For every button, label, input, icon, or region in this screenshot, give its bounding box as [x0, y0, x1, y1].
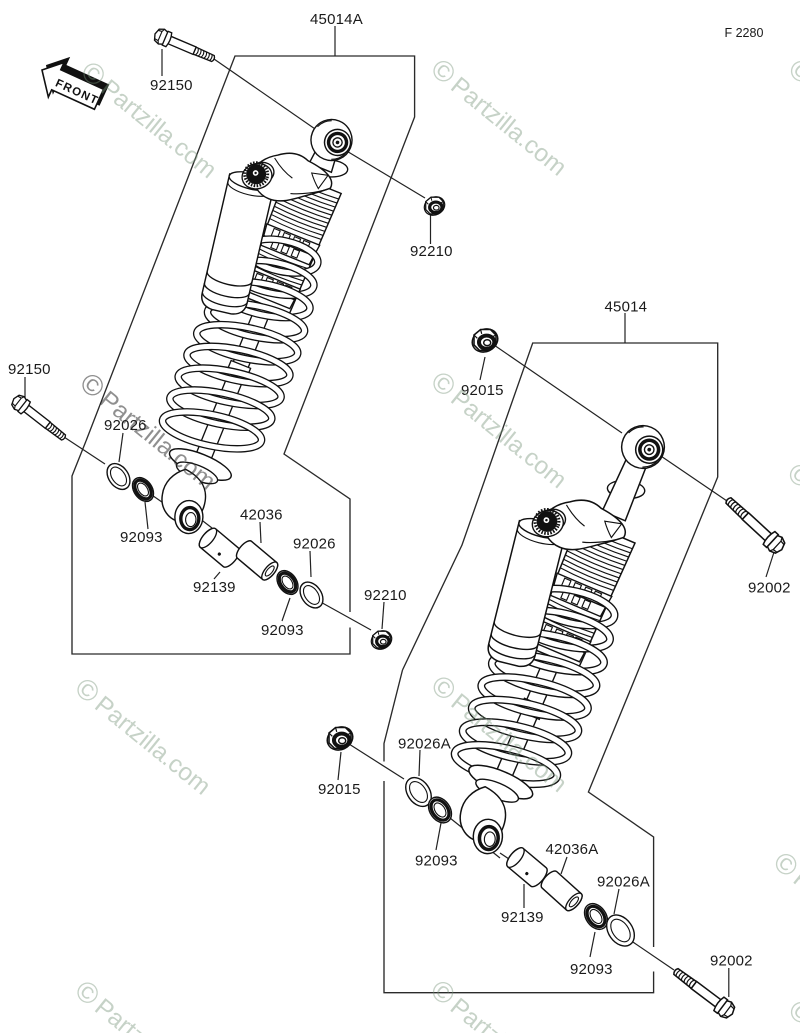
svg-text:92026: 92026: [104, 417, 147, 434]
svg-text:F 2280: F 2280: [725, 26, 764, 40]
svg-text:92015: 92015: [318, 781, 361, 798]
svg-text:92002: 92002: [748, 580, 791, 597]
svg-text:92026A: 92026A: [398, 736, 451, 753]
svg-text:92150: 92150: [150, 77, 193, 94]
svg-text:92015: 92015: [461, 382, 504, 399]
svg-text:92139: 92139: [193, 579, 236, 596]
svg-text:92026: 92026: [293, 536, 336, 553]
svg-text:92093: 92093: [120, 529, 163, 546]
svg-text:92150: 92150: [8, 361, 51, 378]
svg-text:45014A: 45014A: [310, 11, 363, 28]
svg-text:42036A: 42036A: [546, 841, 599, 858]
svg-text:92093: 92093: [415, 853, 458, 870]
svg-text:92026A: 92026A: [597, 874, 650, 891]
svg-text:92139: 92139: [501, 909, 544, 926]
svg-text:92210: 92210: [364, 587, 407, 604]
svg-text:45014: 45014: [605, 299, 648, 316]
svg-text:92093: 92093: [261, 622, 304, 639]
svg-text:92210: 92210: [410, 243, 453, 260]
svg-text:92002: 92002: [710, 953, 753, 970]
svg-text:42036: 42036: [240, 507, 283, 524]
svg-text:92093: 92093: [570, 961, 613, 978]
